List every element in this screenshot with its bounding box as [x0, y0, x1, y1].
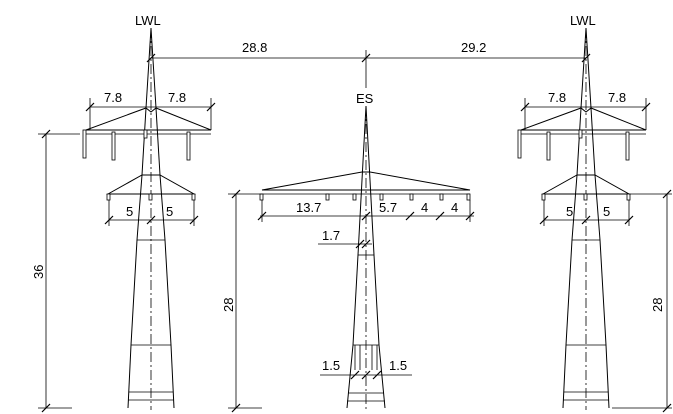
mid-arm-outer-2-label: 4 — [451, 200, 458, 215]
right-lower-arm-left-label: 5 — [566, 204, 573, 219]
left-top-arm-left-label: 7.8 — [104, 90, 122, 105]
mid-arm-left-label: 13.7 — [296, 200, 321, 215]
span-left-label: 28.8 — [242, 40, 267, 55]
right-ground-wire-label: LWL — [570, 13, 596, 28]
span-dimension: 28.8 29.2 — [146, 40, 591, 88]
right-tower — [517, 27, 647, 410]
mid-offset-label: 1.7 — [322, 228, 340, 243]
mid-arm-right-label: 5.7 — [379, 200, 397, 215]
mid-arm-outer-1-label: 4 — [421, 200, 428, 215]
left-lower-arm-right-label: 5 — [166, 204, 173, 219]
mid-base-right-label: 1.5 — [389, 358, 407, 373]
mid-height-label: 28 — [221, 298, 236, 312]
right-tower-dimensions: 7.8 7.8 5 5 28 — [520, 90, 672, 413]
right-height-label: 28 — [650, 298, 665, 312]
left-tower — [82, 27, 212, 410]
right-lower-arm-right-label: 5 — [603, 204, 610, 219]
left-ground-wire-label: LWL — [135, 13, 161, 28]
left-lower-arm-left-label: 5 — [126, 204, 133, 219]
right-top-arm-left-label: 7.8 — [548, 90, 566, 105]
middle-tower — [259, 105, 471, 410]
left-tower-dimensions: 7.8 7.8 5 5 36 — [31, 90, 216, 413]
right-top-arm-right-label: 7.8 — [608, 90, 626, 105]
left-top-arm-right-label: 7.8 — [168, 90, 186, 105]
span-right-label: 29.2 — [461, 40, 486, 55]
left-height-label: 36 — [31, 265, 46, 279]
middle-ground-wire-label: ES — [356, 91, 374, 106]
middle-tower-dimensions: 13.7 5.7 4 4 1.7 1.5 1.5 28 — [221, 189, 475, 413]
mid-base-left-label: 1.5 — [322, 358, 340, 373]
